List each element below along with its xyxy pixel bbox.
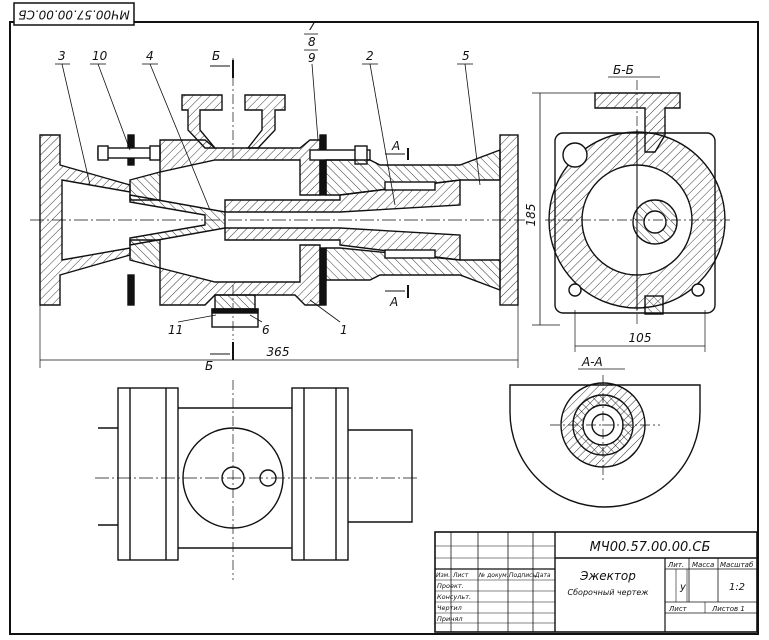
title-col-lit: Лит. bbox=[667, 561, 684, 569]
callout-6: 6 bbox=[262, 323, 270, 337]
left-gasket-bottom bbox=[127, 274, 135, 306]
title-header-col-4: Подпись bbox=[509, 572, 536, 579]
title-name: Эжектор bbox=[579, 569, 636, 583]
section-mark-b-bottom: Б bbox=[205, 359, 213, 373]
housing-upper-wall bbox=[159, 139, 321, 196]
right-body-slot-top bbox=[384, 181, 436, 191]
section-aa-view bbox=[509, 375, 701, 508]
section-mark-a-bottom: А bbox=[389, 295, 398, 309]
leader-lines bbox=[55, 63, 481, 323]
plan-port bbox=[221, 466, 245, 490]
title-role-1: Проект. bbox=[437, 582, 464, 590]
callout-8: 8 bbox=[308, 35, 316, 49]
left-flange bbox=[39, 134, 131, 306]
bb-bottom-plug bbox=[644, 295, 664, 315]
plan-body bbox=[178, 407, 292, 549]
view-label-bb: Б-Б bbox=[613, 63, 634, 77]
main-section-view bbox=[30, 58, 525, 368]
bb-nozzle-bore bbox=[643, 210, 667, 234]
callout-7: 7 bbox=[308, 19, 316, 33]
title-role-2: Консульт. bbox=[437, 593, 471, 601]
bottom-plug bbox=[214, 294, 256, 310]
title-sheets-label: Листов 1 bbox=[711, 605, 745, 613]
right-flange bbox=[499, 134, 519, 306]
plan-right-pipe bbox=[348, 429, 413, 523]
corner-stamp-text: МЧ00.57.00.00.СБ bbox=[18, 8, 130, 22]
plan-top-flange bbox=[182, 427, 284, 529]
bb-top-branch bbox=[594, 92, 681, 153]
left-nut-top-b bbox=[149, 145, 161, 161]
plan-view bbox=[95, 380, 420, 580]
right-gasket-top bbox=[319, 134, 327, 196]
section-mark-b-top: Б bbox=[212, 49, 220, 63]
title-col-scale: Масштаб bbox=[720, 561, 754, 569]
right-body-slot-bottom bbox=[384, 249, 436, 259]
bb-bolt-hole-br bbox=[691, 283, 705, 297]
bb-bolt-hole-bl bbox=[568, 283, 582, 297]
plan-small-port bbox=[259, 469, 277, 487]
bottom-gasket bbox=[211, 308, 259, 314]
callout-4: 4 bbox=[146, 49, 154, 63]
title-role-3: Чертил bbox=[437, 604, 462, 612]
title-scale-value: 1:2 bbox=[729, 582, 745, 593]
view-label-aa: А-А bbox=[581, 355, 603, 369]
sheet-border bbox=[9, 21, 759, 635]
title-header-col-3: № докум. bbox=[478, 572, 509, 579]
dim-height-text: 185 bbox=[524, 204, 538, 227]
title-designation: МЧ00.57.00.00.СБ bbox=[590, 540, 711, 555]
callout-1: 1 bbox=[340, 323, 348, 337]
top-branch-right bbox=[244, 94, 286, 149]
section-bb-view bbox=[532, 80, 730, 352]
title-role-4: Принял bbox=[437, 615, 463, 623]
dim-length-text: 365 bbox=[267, 345, 290, 359]
title-header-col-1: Изм. bbox=[436, 572, 450, 579]
title-subtitle: Сборочный чертеж bbox=[568, 588, 650, 597]
callout-9: 9 bbox=[308, 51, 316, 65]
bb-bolt-hole-tl bbox=[562, 142, 588, 168]
plan-left-pipe bbox=[98, 427, 118, 526]
corner-stamp: МЧ00.57.00.00.СБ bbox=[13, 2, 135, 26]
title-sheet-label: Лист bbox=[668, 605, 688, 613]
title-header-col-2: Лист bbox=[452, 572, 469, 579]
title-col-mass: Масса bbox=[692, 561, 714, 569]
housing-lower-wall bbox=[159, 244, 321, 306]
callout-5: 5 bbox=[462, 49, 470, 63]
plan-left-flange bbox=[117, 387, 179, 561]
section-mark-a-top: А bbox=[391, 139, 400, 153]
callout-11: 11 bbox=[168, 323, 183, 337]
callout-10: 10 bbox=[92, 49, 108, 63]
plan-right-flange bbox=[291, 387, 349, 561]
top-branch-left bbox=[181, 94, 223, 149]
right-gasket-bottom bbox=[319, 247, 327, 306]
inner-nozzle bbox=[129, 194, 226, 246]
callout-3: 3 bbox=[58, 49, 66, 63]
title-block bbox=[434, 531, 758, 633]
callout-2: 2 bbox=[366, 49, 374, 63]
title-lit-value: у bbox=[679, 582, 687, 593]
dim-width-text: 105 bbox=[629, 331, 652, 345]
title-header-col-5: Дата bbox=[534, 572, 551, 579]
left-nut-top-a bbox=[97, 145, 109, 161]
